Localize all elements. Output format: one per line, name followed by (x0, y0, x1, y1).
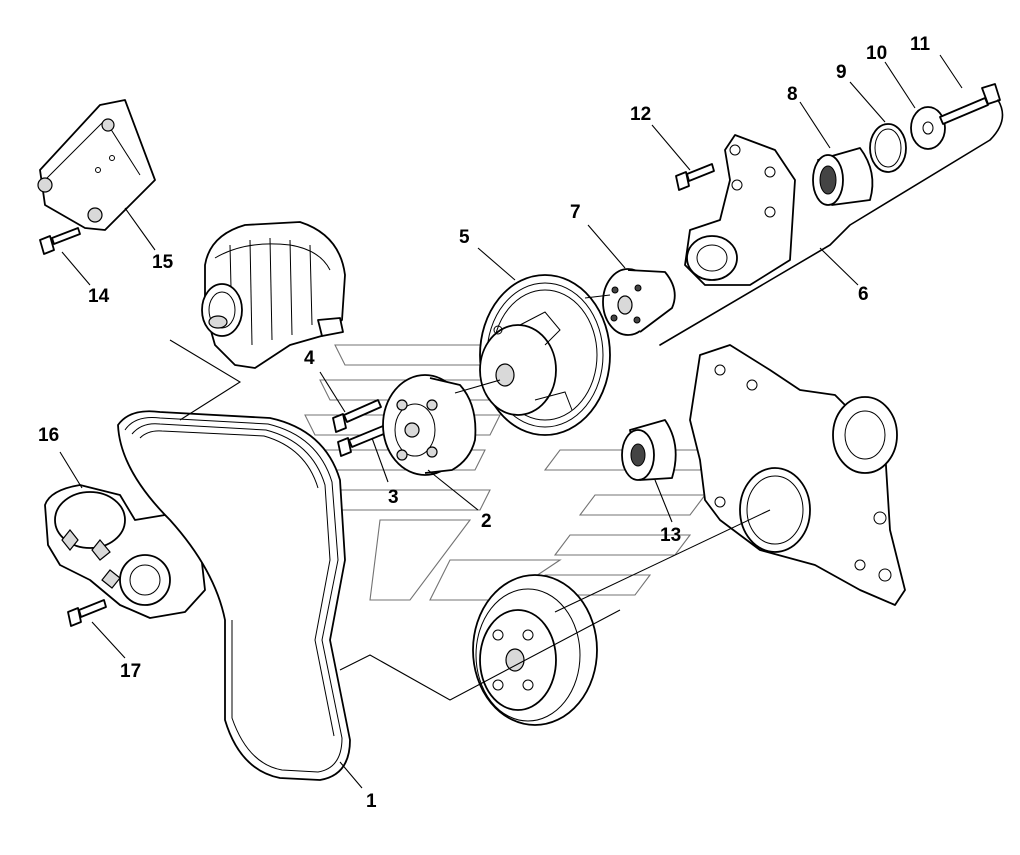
timing-cover-part (689, 344, 906, 606)
callout-labels: 1 2 3 4 5 6 7 8 9 10 11 12 13 14 15 16 1… (38, 34, 931, 812)
washer-part (910, 106, 946, 150)
callout-13: 13 (660, 525, 681, 546)
callout-4: 4 (304, 348, 315, 369)
idler-spacer-part (602, 268, 676, 336)
bolt-12-part (675, 163, 715, 191)
callout-16: 16 (38, 425, 59, 446)
support-bracket-part (684, 134, 796, 286)
leader-lines (59, 54, 963, 789)
bolt-11-part (939, 83, 1001, 125)
callout-7: 7 (570, 202, 581, 223)
callout-6: 6 (858, 284, 869, 305)
callout-2: 2 (481, 511, 492, 532)
bolt-17-part (67, 599, 107, 627)
callout-8: 8 (787, 84, 798, 105)
bolt-4-part (332, 399, 382, 433)
poly-v-belt-part (117, 410, 351, 781)
callout-11: 11 (910, 34, 931, 55)
belt-tensioner-part (44, 484, 206, 619)
snap-ring-part (869, 123, 907, 173)
bracket-plate-part (37, 99, 156, 231)
idler-roller-part (621, 419, 677, 481)
bearing-part (812, 147, 874, 206)
fan-pulley-part (479, 274, 611, 436)
callout-12: 12 (630, 104, 651, 125)
callout-5: 5 (459, 227, 470, 248)
crankshaft-pulley-part (472, 574, 598, 726)
hub-flange-part (382, 374, 477, 476)
callout-15: 15 (152, 252, 174, 273)
callout-10: 10 (866, 43, 887, 64)
bolt-part (39, 227, 81, 255)
alternator-part (201, 221, 346, 369)
callout-1: 1 (366, 791, 377, 812)
callout-17: 17 (120, 661, 141, 682)
callout-9: 9 (836, 62, 847, 83)
callout-3: 3 (388, 487, 399, 508)
callout-14: 14 (88, 286, 110, 307)
